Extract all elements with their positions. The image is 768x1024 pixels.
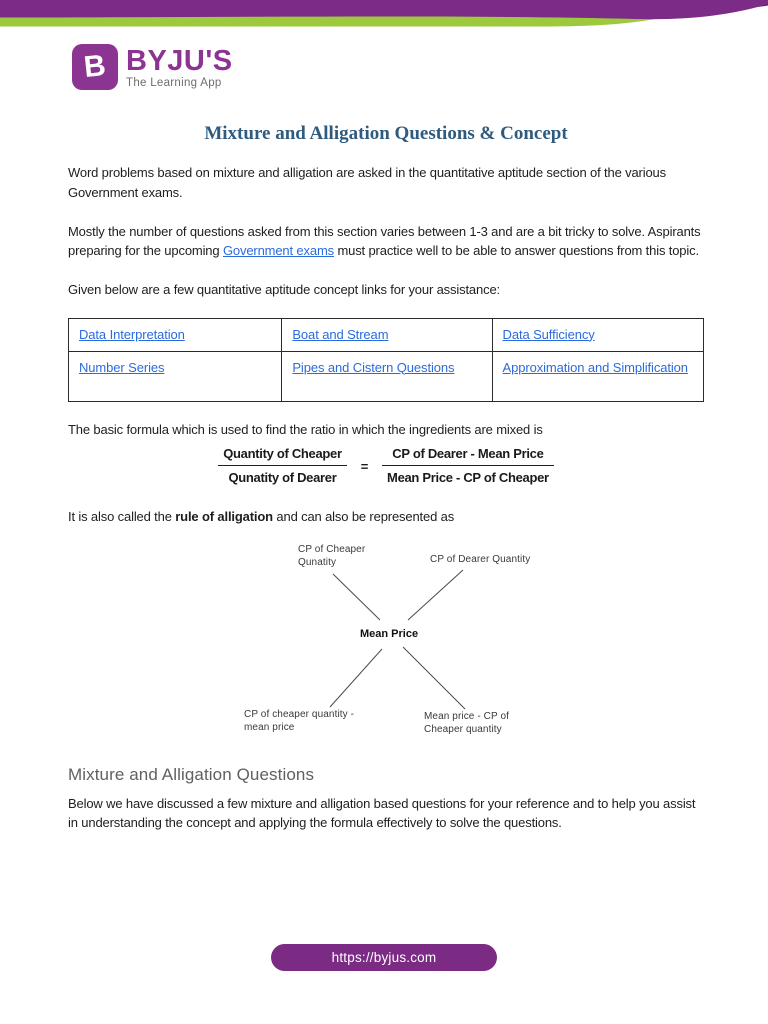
- formula-left-denominator: Qunatity of Dearer: [228, 470, 337, 485]
- diagram-label-bottom-left: CP of cheaper quantity - mean price: [244, 708, 355, 733]
- rule-paragraph: It is also called the rule of alligation…: [68, 507, 704, 527]
- second-paragraph: Mostly the number of questions asked fro…: [68, 222, 704, 261]
- byjus-logo-letter: B: [82, 48, 108, 85]
- page-title: Mixture and Alligation Questions & Conce…: [204, 123, 568, 144]
- alligation-cross-diagram: CP of Cheaper Qunatity CP of Dearer Quan…: [68, 535, 704, 747]
- intro-paragraph: Word problems based on mixture and allig…: [68, 165, 666, 200]
- header-purple-band: [0, 0, 768, 20]
- rule-paragraph-end: and can also be represented as: [272, 509, 455, 524]
- diagram-label-cp-of-dearer: CP of Dearer Quantity: [430, 553, 531, 565]
- diagram-cross-lines: [329, 569, 466, 709]
- link-data-interpretation[interactable]: Data Interpretation: [79, 326, 185, 342]
- formula-left-numerator: Quantity of Cheaper: [218, 446, 347, 466]
- document-body: Mixture and Alligation Questions & Conce…: [67, 122, 705, 833]
- header-green-stripe: [0, 5, 698, 27]
- link-pipes-and-cistern[interactable]: Pipes and Cistern Questions: [292, 359, 455, 375]
- byjus-logo-name: BYJU'S: [126, 45, 233, 77]
- questions-intro-paragraph: Below we have discussed a few mixture an…: [68, 795, 696, 831]
- byjus-logo-tagline: The Learning App: [126, 77, 222, 89]
- links-intro-paragraph: Given below are a few quantitative aptit…: [68, 282, 500, 297]
- diagram-label-bottom-right: Mean price - CP of Cheaper quantity: [424, 710, 509, 735]
- byjus-logo-text: BYJU'S The Learning App: [126, 44, 233, 89]
- rule-paragraph-start: It is also called the: [68, 509, 176, 524]
- table-row: Number Series Pipes and Cistern Question…: [67, 350, 705, 402]
- footer-url-text: https://byjus.com: [331, 950, 437, 965]
- formula-right-denominator: Mean Price - CP of Cheaper: [387, 470, 549, 485]
- concept-links-table: Data Interpretation Boat and Stream Data…: [67, 317, 705, 402]
- formula-right-numerator: CP of Dearer - Mean Price: [382, 446, 554, 466]
- byjus-logo-badge-icon: B: [72, 44, 118, 90]
- header-swoosh-graphic: [0, 0, 768, 27]
- diagram-label-mean-price: Mean Price: [360, 627, 419, 640]
- link-data-sufficiency[interactable]: Data Sufficiency: [502, 326, 595, 342]
- diagram-label-cp-of-cheaper: CP of Cheaper Qunatity: [298, 543, 366, 568]
- table-row: Data Interpretation Boat and Stream Data…: [67, 317, 705, 352]
- section-heading-questions: Mixture and Alligation Questions: [68, 764, 315, 784]
- link-approximation-simplification[interactable]: Approximation and Simplification: [502, 359, 689, 375]
- alligation-formula: Quantity of Cheaper Qunatity of Dearer =…: [68, 446, 704, 486]
- second-paragraph-end: must practice well to be able to answer …: [333, 243, 699, 258]
- second-paragraph-start: Mostly the number of questions asked fro…: [68, 223, 701, 259]
- formula-right-fraction: CP of Dearer - Mean Price Mean Price - C…: [382, 446, 554, 486]
- footer-url-pill[interactable]: https://byjus.com: [271, 944, 497, 971]
- formula-equals-sign: =: [360, 458, 369, 474]
- government-exams-link[interactable]: Government exams: [222, 243, 334, 258]
- link-boat-and-stream[interactable]: Boat and Stream: [292, 326, 389, 342]
- formula-left-fraction: Quantity of Cheaper Qunatity of Dearer: [218, 446, 347, 486]
- formula-intro-paragraph: The basic formula which is used to find …: [68, 421, 543, 437]
- link-number-series[interactable]: Number Series: [79, 359, 165, 375]
- byjus-logo: B BYJU'S The Learning App: [72, 44, 233, 90]
- rule-of-alligation-bold: rule of alligation: [175, 509, 273, 524]
